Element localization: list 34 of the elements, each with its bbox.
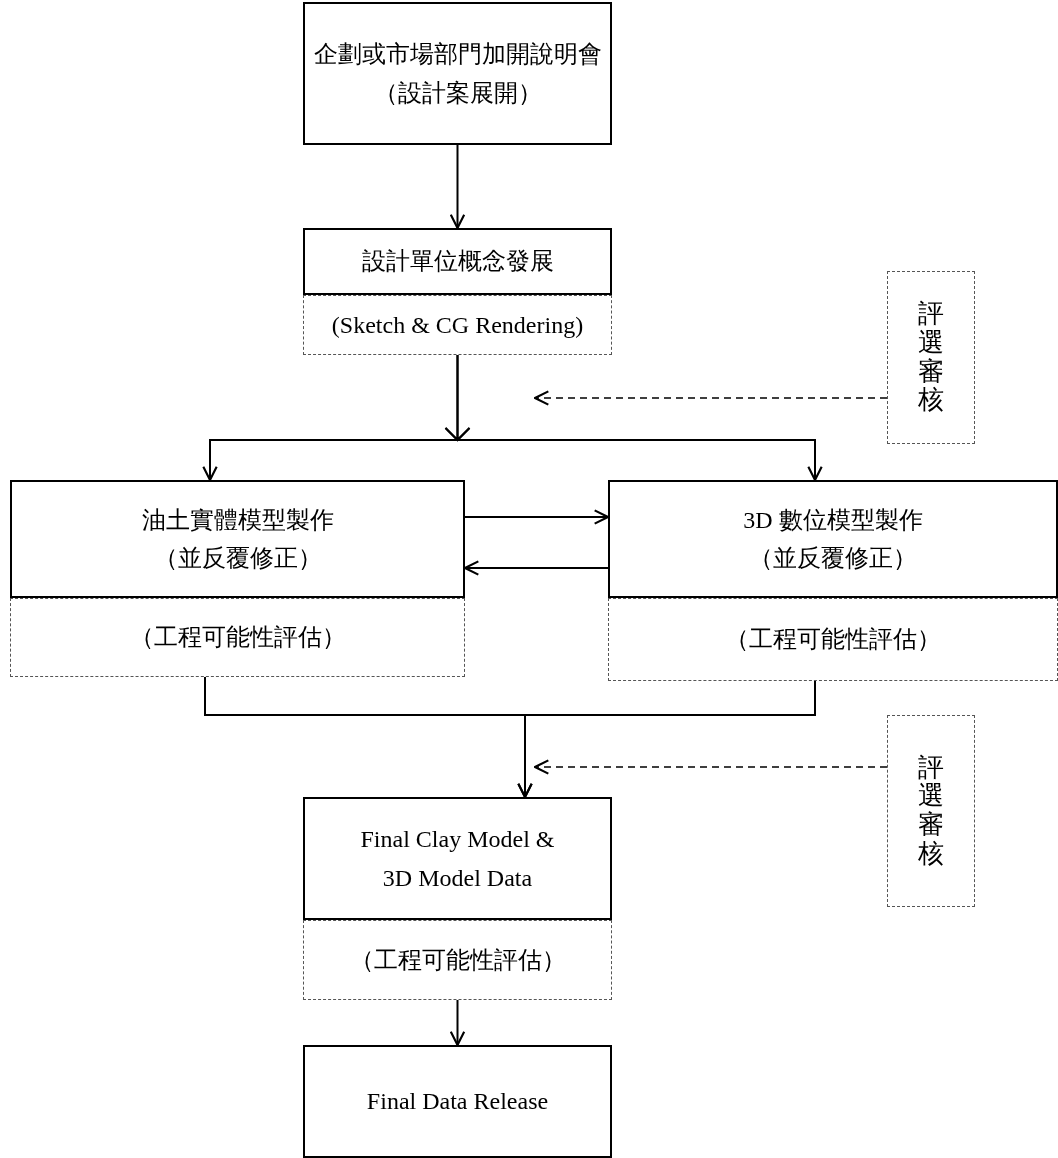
node-text: 評選審核 xyxy=(918,300,944,415)
node-text: （設計案展開） xyxy=(373,78,542,108)
review-box xyxy=(887,715,975,907)
node-text: 3D 數位模型製作 xyxy=(743,505,923,535)
note-box xyxy=(10,598,465,677)
review-box xyxy=(887,271,975,444)
process-box xyxy=(303,228,612,295)
arrow xyxy=(449,999,466,1047)
process-box xyxy=(303,1045,612,1158)
arrow xyxy=(517,680,816,799)
note-box xyxy=(303,295,612,355)
node-text: （並反覆修正） xyxy=(153,544,322,573)
node-text: Final Data Release xyxy=(366,1087,549,1117)
process-box xyxy=(303,797,612,920)
arrow xyxy=(444,354,823,482)
node-text: 企劃或市場部門加開說明會 xyxy=(313,40,602,70)
node-text: （工程可能性評估） xyxy=(725,625,941,655)
arrow xyxy=(449,144,466,230)
process-box xyxy=(608,480,1058,598)
note-box xyxy=(608,598,1058,681)
node-text: Final Clay Model & 3D Model Data xyxy=(359,825,556,893)
dashed-arrow xyxy=(533,759,888,775)
node-text: （並反覆修正） xyxy=(749,544,917,573)
title-box xyxy=(303,2,612,145)
node-text: （工程可能性評估） xyxy=(349,945,566,975)
node-text: （工程可能性評估） xyxy=(129,623,346,653)
process-box xyxy=(10,480,465,598)
node-text: 設計單位概念發展 xyxy=(361,247,554,277)
arrow xyxy=(464,509,610,525)
note-box xyxy=(303,920,612,1000)
node-text: 評選審核 xyxy=(918,753,944,869)
node-text: (Sketch & CG Rendering) xyxy=(331,310,584,340)
dashed-arrow xyxy=(533,390,888,406)
node-text: 油土實體模型製作 xyxy=(141,505,334,535)
